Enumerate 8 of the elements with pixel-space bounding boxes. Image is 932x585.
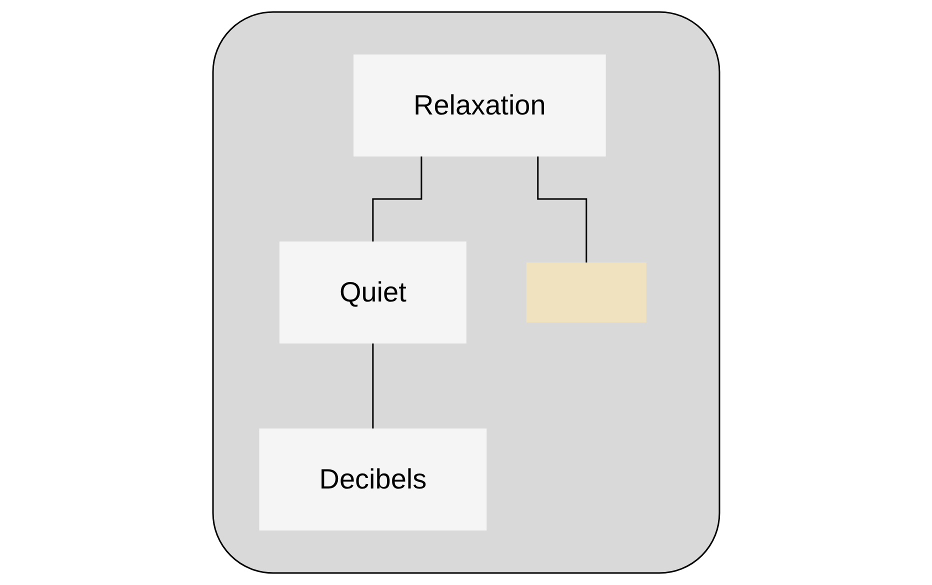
node-box [526, 262, 646, 322]
node-box: Decibels [259, 428, 486, 530]
connector [536, 156, 587, 264]
node-box: Relaxation [353, 54, 606, 156]
connector [372, 344, 374, 430]
connector [372, 156, 422, 242]
node-box: Quiet [279, 242, 466, 344]
cluster [212, 11, 720, 574]
